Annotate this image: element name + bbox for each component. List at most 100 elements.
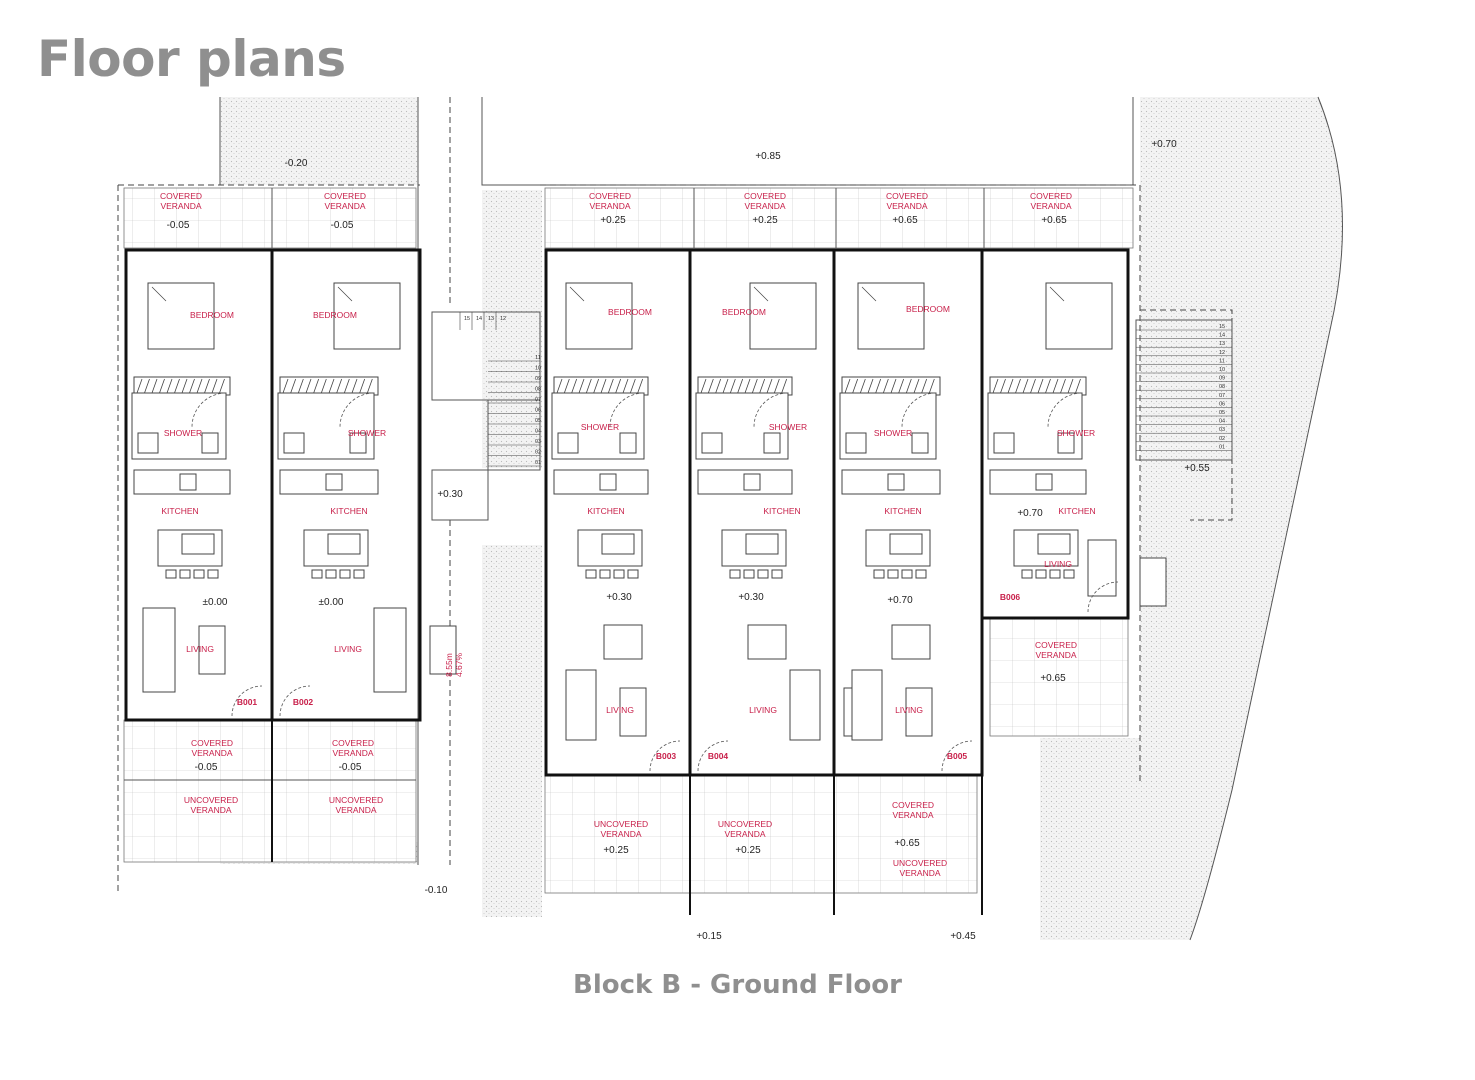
unit-b006-hob xyxy=(1035,473,1053,491)
unit-b005-door-swing xyxy=(901,392,937,428)
unit-b004-wardrobe-hanger xyxy=(737,378,744,394)
unit-b006-stool xyxy=(1021,569,1033,579)
unit-b005-wardrobe-hanger xyxy=(859,378,866,394)
unit-b004-door-swing xyxy=(753,392,789,428)
unit-b001-wardrobe-hanger xyxy=(166,378,173,394)
unit-b005-stool xyxy=(873,569,885,579)
stair-step-number: 02 xyxy=(1219,436,1225,442)
ramp-grade: 4.67% xyxy=(454,653,464,678)
unit-b005-wardrobe-hanger xyxy=(867,378,874,394)
stair-step-number: 01 xyxy=(1219,444,1225,450)
unit-b006-coffee-table xyxy=(1139,557,1167,607)
unit-b001-stool xyxy=(207,569,219,579)
unit-b001-top-veranda-level: -0.05 xyxy=(167,220,190,231)
unit-b005-wardrobe-hanger xyxy=(875,378,882,394)
ground-hatch-bottom xyxy=(482,545,542,917)
unit-b005-top-veranda-label-2: VERANDA xyxy=(886,201,927,211)
unit-b001-wardrobe-hanger xyxy=(174,378,180,394)
unit-b001-stool xyxy=(179,569,191,579)
unit-b006-wardrobe-hanger xyxy=(1045,378,1051,394)
unit-b004-armchair xyxy=(747,624,787,660)
unit-b001-bottom-veranda-label-1: COVERED xyxy=(191,738,233,748)
unit-b003-wardrobe-hanger xyxy=(615,378,622,394)
unit-b001-uncovered-veranda-label-1: UNCOVERED xyxy=(184,795,238,805)
unit-b003-top-veranda-label-2: VERANDA xyxy=(589,201,630,211)
drawing-caption: Block B - Ground Floor xyxy=(573,970,902,1000)
unit-b005-wardrobe-hanger xyxy=(928,378,935,394)
unit-b003-sofa xyxy=(565,669,597,741)
unit-b003-wardrobe-hanger xyxy=(563,378,570,394)
unit-b002-wardrobe-hanger xyxy=(328,378,335,394)
unit-b006-sink xyxy=(1037,533,1071,555)
unit-b001-wardrobe-hanger xyxy=(151,378,158,394)
stair-step-number: 03 xyxy=(535,439,541,445)
unit-b004-top-veranda-label-2: VERANDA xyxy=(744,201,785,211)
stair-step-number: 12 xyxy=(1219,350,1225,356)
unit-b005-stool xyxy=(887,569,899,579)
unit-b004-wardrobe-hanger xyxy=(773,378,780,394)
unit-b003-kitchen-label: KITCHEN xyxy=(587,506,624,516)
unit-b005-shower-label: SHOWER xyxy=(874,428,912,438)
veranda-tiles-top-b xyxy=(544,187,1134,249)
stair-step-number: 09 xyxy=(1219,376,1225,382)
unit-b006-sofa xyxy=(1087,539,1117,597)
unit-b002-bottom-veranda-label-2: VERANDA xyxy=(332,748,373,758)
unit-b002-wardrobe-hanger xyxy=(351,378,358,394)
unit-b006-bottom-veranda-label-1: COVERED xyxy=(1035,640,1077,650)
unit-b004-wardrobe-hanger xyxy=(751,378,758,394)
unit-b004-stool xyxy=(757,569,769,579)
unit-b002-top-veranda-label-2: VERANDA xyxy=(324,201,365,211)
unit-b006-wardrobe-hanger xyxy=(1022,378,1029,394)
stair-step-number: 15 xyxy=(1219,324,1225,330)
unit-b005-bottom-veranda-level: +0.65 xyxy=(894,838,920,849)
unit-b003-toilet xyxy=(557,432,579,454)
elevation-top-mid: +0.85 xyxy=(755,151,781,162)
unit-b001-wardrobe-hanger xyxy=(159,378,165,394)
unit-b005-floor-level: +0.70 xyxy=(887,595,913,606)
stair-step-number: 08 xyxy=(1219,384,1225,390)
unit-b002-bedroom-label: BEDROOM xyxy=(313,310,357,320)
unit-b006-kitchen-label: KITCHEN xyxy=(1058,506,1095,516)
unit-b005-wardrobe-hanger xyxy=(898,378,905,394)
unit-b002-entry-door-swing xyxy=(279,685,311,717)
unit-b006-entry-door-swing xyxy=(1087,581,1119,613)
unit-b006-wardrobe-hanger xyxy=(1060,378,1066,394)
unit-b005-top-veranda-label-1: COVERED xyxy=(886,191,928,201)
unit-b002-stool xyxy=(353,569,365,579)
stair-step-number: 02 xyxy=(535,450,541,456)
unit-b004-living-label: LIVING xyxy=(749,705,777,715)
unit-b005-sofa xyxy=(851,669,883,741)
ground-hatch-path xyxy=(482,190,542,468)
stair-step-number: 12 xyxy=(500,316,506,322)
unit-b005-uncovered-veranda-label-2: VERANDA xyxy=(899,868,940,878)
stair-step-number: 07 xyxy=(1219,393,1225,399)
page-title: Floor plans xyxy=(37,30,346,88)
unit-b003-wardrobe-hanger xyxy=(622,378,629,394)
unit-b002-unit-id: B002 xyxy=(293,697,314,707)
stair-step-number: 06 xyxy=(535,408,541,414)
unit-b004-wardrobe-hanger xyxy=(729,378,736,394)
unit-b004-hob xyxy=(743,473,761,491)
unit-b001-floor-level: ±0.00 xyxy=(203,597,228,608)
stair-step-number: 07 xyxy=(535,397,541,403)
stair-step-number: 13 xyxy=(488,316,494,322)
unit-b004-stool xyxy=(743,569,755,579)
stair-step-number: 04 xyxy=(1219,419,1225,425)
unit-b002-stool xyxy=(311,569,323,579)
unit-b004-stool xyxy=(771,569,783,579)
stair-step-number: 13 xyxy=(1219,341,1225,347)
unit-b003-unit-id: B003 xyxy=(656,751,677,761)
unit-b001-shower-label: SHOWER xyxy=(164,428,202,438)
unit-b005-wardrobe-hanger xyxy=(921,378,928,394)
site-boundary-curve xyxy=(1189,96,1343,941)
unit-b003-wardrobe-hanger xyxy=(556,378,563,394)
unit-b003-wardrobe-hanger xyxy=(578,378,585,394)
unit-b002-sofa xyxy=(373,607,407,693)
unit-b005-toilet xyxy=(845,432,867,454)
unit-b004-shower-label: SHOWER xyxy=(769,422,807,432)
unit-b006-wardrobe-hanger xyxy=(1037,378,1044,394)
unit-b004-floor-level: +0.30 xyxy=(738,592,764,603)
unit-b005-stool xyxy=(915,569,927,579)
unit-b004-kitchen-label: KITCHEN xyxy=(763,506,800,516)
